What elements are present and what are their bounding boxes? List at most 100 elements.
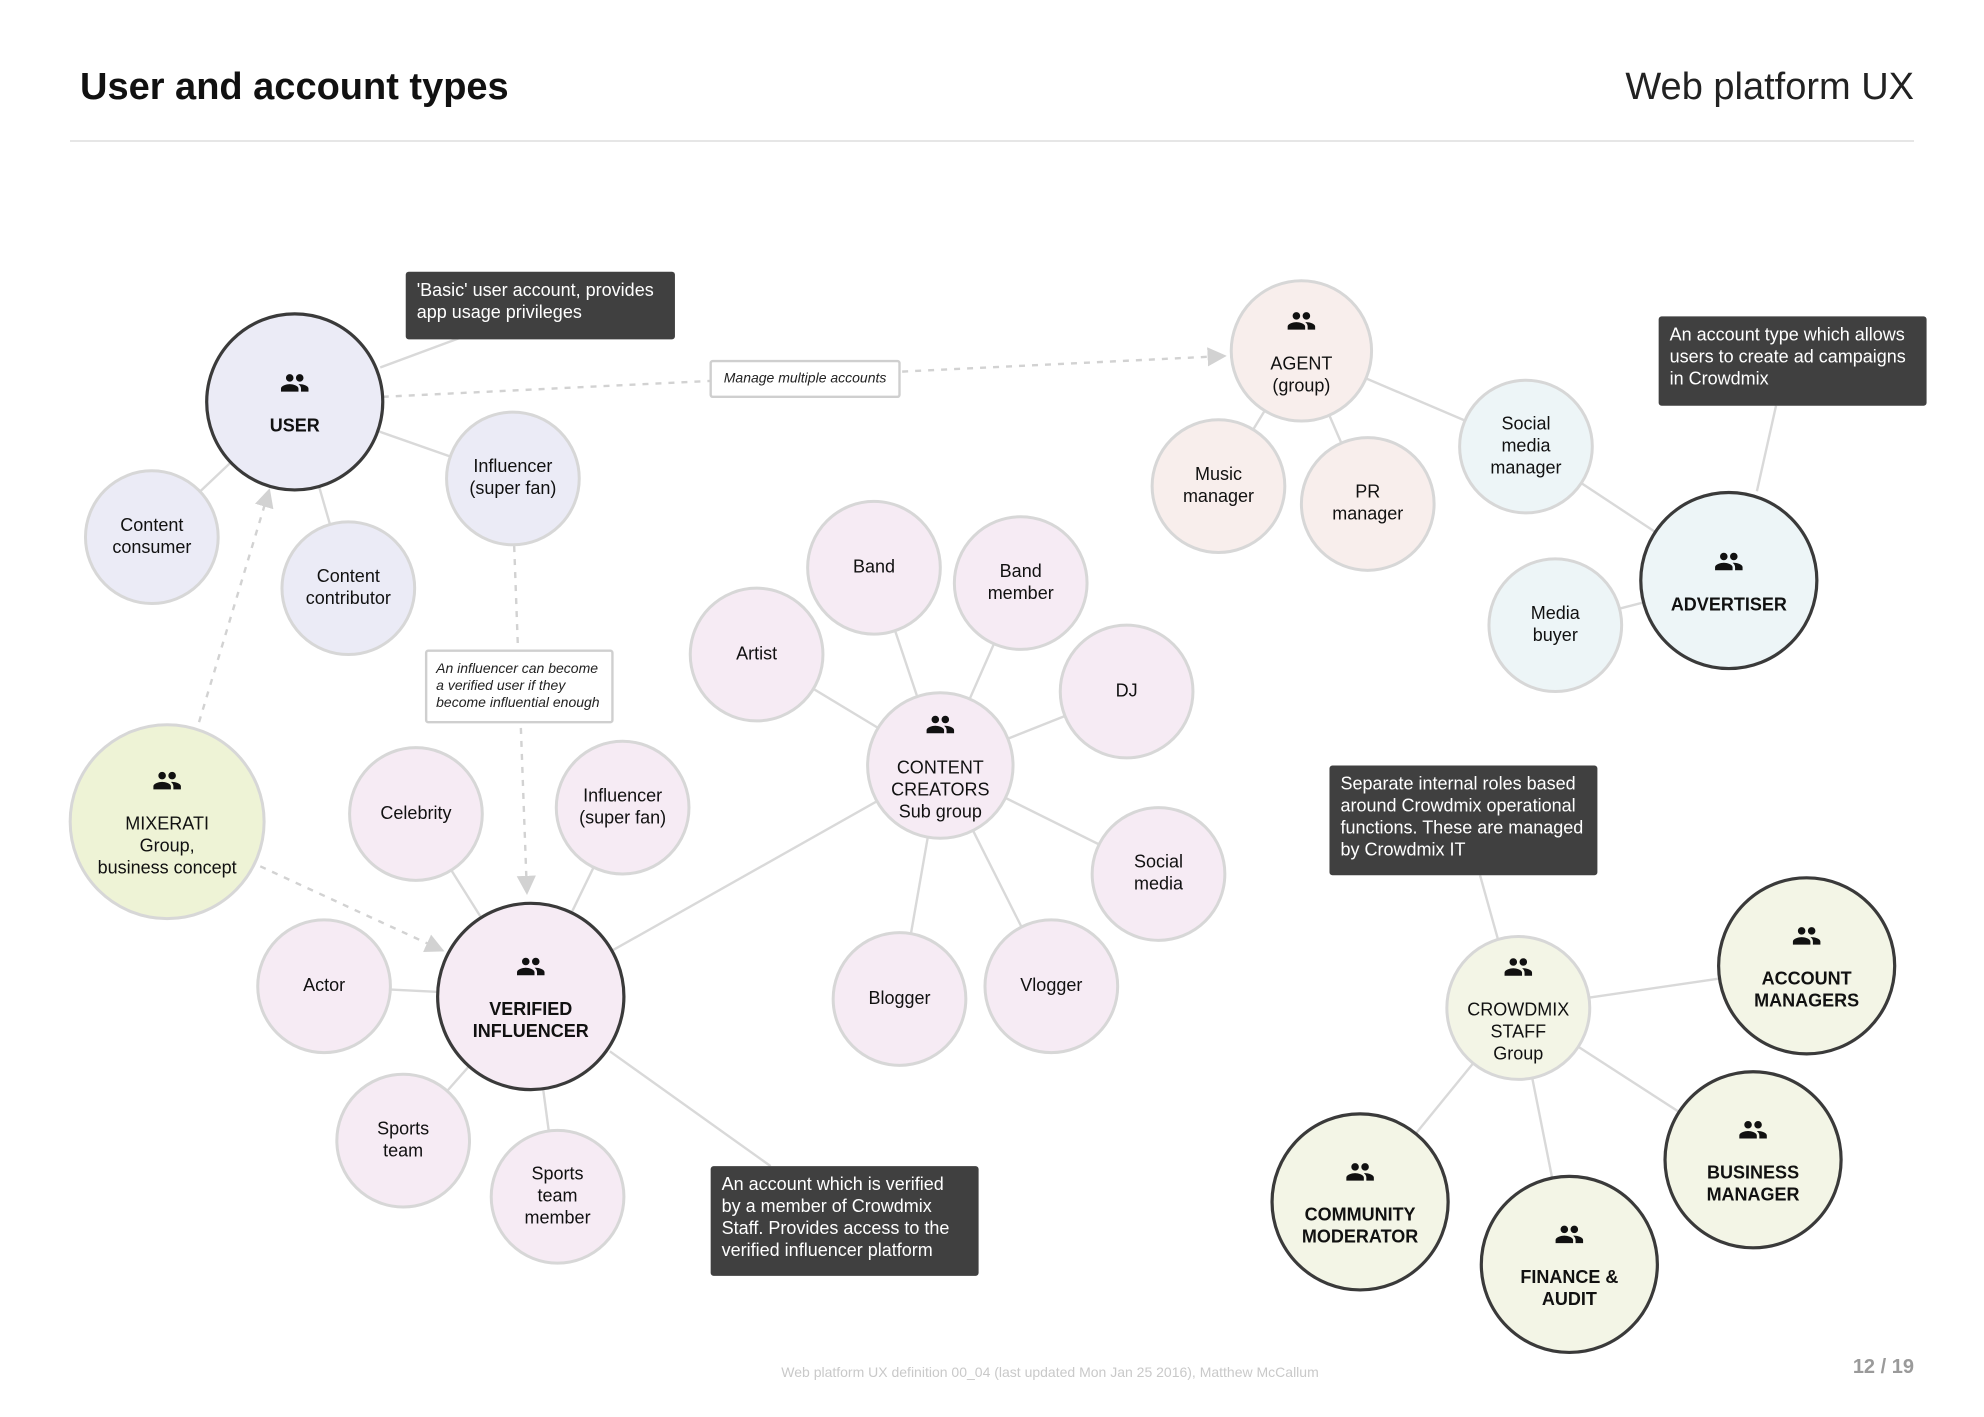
dashed-link-mixerati-to-user [197,488,274,723]
node-label: Content [317,566,380,586]
node-label: Group [1493,1044,1543,1064]
note-line: by Crowdmix IT [1340,840,1465,860]
node-label: CROWDMIX [1467,1000,1569,1020]
note-connector-note-verified [609,1050,772,1168]
note-line: verified influencer platform [722,1240,933,1260]
node-circle [866,691,1015,840]
node-label: BUSINESS [1707,1163,1799,1183]
node-user[interactable]: USER [205,312,385,492]
node-influencer-verified[interactable]: Influencer(super fan) [554,739,691,876]
node-advertiser[interactable]: ADVERTISER [1639,490,1819,671]
note-line: Separate internal roles based [1340,774,1575,794]
note-connector-note-advertiser [1755,405,1778,492]
node-label: Vlogger [1020,975,1082,995]
node-label: AUDIT [1542,1289,1597,1309]
node-label: consumer [112,537,191,557]
node-circle [554,739,691,876]
node-label: Group, [140,835,195,855]
node-label: media [1501,435,1551,455]
node-label: Band [1000,561,1042,581]
note-line: functions. These are managed [1340,818,1583,838]
node-label: manager [1490,457,1561,477]
node-label: CREATORS [891,779,989,799]
note-line: app usage privileges [417,302,582,322]
note-connector-note-user [379,336,460,369]
note-line: An account type which allows [1670,324,1905,344]
node-blogger[interactable]: Blogger [831,931,968,1067]
node-label: business concept [98,857,237,877]
link-label-line: become influential enough [436,694,600,710]
footer-meta: Web platform UX definition 00_04 (last u… [781,1364,1319,1380]
node-label: Celebrity [380,803,451,823]
node-label: MODERATOR [1302,1227,1418,1247]
node-circle [688,586,825,723]
node-label: Actor [303,975,345,995]
node-label: Influencer [583,785,662,805]
node-label: Influencer [473,456,552,476]
node-agent[interactable]: AGENT(group) [1229,279,1374,423]
page-indicator: 12 / 19 [1853,1356,1914,1379]
note-line: An account which is verified [722,1174,944,1194]
node-vlogger[interactable]: Vlogger [983,918,1120,1055]
page-title: User and account types [80,66,509,108]
node-circle [205,312,385,492]
node-label: Blogger [868,988,930,1008]
node-label: Sports [532,1164,584,1184]
node-label: ADVERTISER [1671,594,1787,614]
node-label: COMMUNITY [1305,1205,1416,1225]
node-circle [1299,436,1436,572]
node-circle [256,918,392,1055]
node-label: USER [270,416,320,436]
node-circle [1058,623,1195,760]
link-label-line: Manage multiple accounts [724,370,887,386]
note-line: by a member of Crowdmix [722,1196,932,1216]
node-label: (super fan) [579,807,666,827]
node-actor[interactable]: Actor [256,918,392,1055]
page-subtitle: Web platform UX [1625,66,1914,108]
node-band[interactable]: Band [806,499,942,636]
node-label: VERIFIED [489,999,572,1019]
node-circle [983,918,1120,1055]
node-artist[interactable]: Artist [688,586,825,723]
node-label: member [988,583,1054,603]
node-circle [1150,418,1287,554]
node-circle [348,746,484,882]
node-finance-audit[interactable]: FINANCE &AUDIT [1479,1174,1659,1355]
node-circle [436,901,626,1092]
node-influencer-user[interactable]: Influencer(super fan) [445,410,581,547]
node-circle [68,723,266,921]
node-label: Band [853,557,895,577]
node-label: Music [1195,464,1242,484]
node-label: manager [1332,504,1403,524]
node-circle [1090,806,1227,942]
node-label: Sports [377,1118,429,1138]
node-label: team [538,1186,578,1206]
note-line: around Crowdmix operational [1340,796,1575,816]
node-celebrity[interactable]: Celebrity [348,746,484,882]
node-circle [1663,1070,1843,1250]
node-circle [83,469,220,605]
node-label: ACCOUNT [1762,969,1852,989]
node-circle [1445,934,1592,1081]
node-dj[interactable]: DJ [1058,623,1195,760]
